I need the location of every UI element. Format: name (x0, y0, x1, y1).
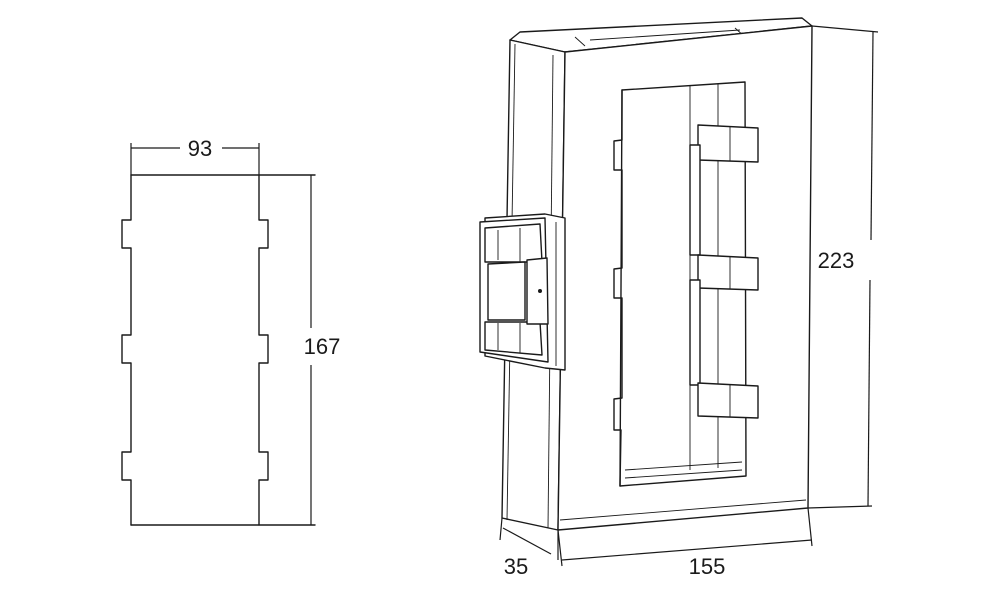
dimension-167-label: 167 (304, 334, 341, 359)
dimension-93-label: 93 (188, 136, 212, 161)
dimension-93: 93 (130, 136, 260, 175)
dimension-223-label: 223 (818, 248, 855, 273)
dimension-35-label: 35 (504, 554, 528, 579)
terminal-block (479, 213, 566, 371)
inner-clip-top (689, 124, 759, 256)
dimension-223: 223 (807, 25, 879, 509)
dimension-155-label: 155 (689, 554, 726, 579)
dimension-155: 155 (557, 507, 813, 579)
dimension-167: 167 (304, 175, 341, 525)
inner-clip-middle (689, 254, 759, 386)
inner-clip-bottom (697, 382, 759, 419)
front-view-outline (121, 174, 316, 526)
isometric-view (479, 17, 813, 531)
dimension-35: 35 (499, 517, 559, 579)
